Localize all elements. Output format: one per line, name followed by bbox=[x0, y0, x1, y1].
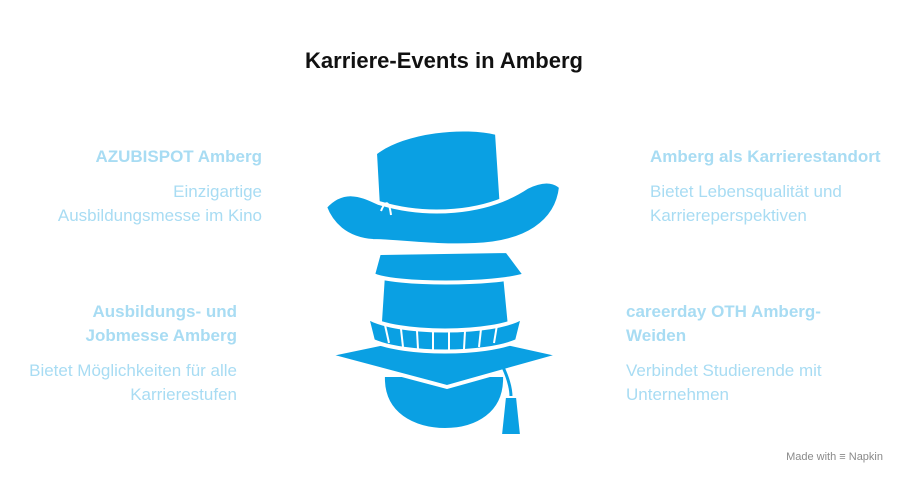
stacked-hats-icon bbox=[325, 127, 563, 436]
item-description: Einzigartige Ausbildungsmesse im Kino bbox=[57, 182, 262, 225]
head-shape bbox=[380, 373, 508, 432]
credit-prefix: Made with bbox=[786, 451, 837, 463]
item-heading: careerday OTH Amberg-Weiden bbox=[626, 302, 821, 345]
item-careerday: careerday OTH Amberg-Weiden Verbindet St… bbox=[626, 300, 876, 407]
ribbed-brim bbox=[365, 315, 525, 354]
cowboy-brim bbox=[325, 179, 563, 248]
item-azubispot: AZUBISPOT Amberg Einzigartige Ausbildung… bbox=[40, 145, 262, 228]
item-description: Bietet Lebensqualität und Karriereperspe… bbox=[650, 182, 842, 225]
item-karrierestandort: Amberg als Karrierestandort Bietet Leben… bbox=[650, 145, 890, 228]
item-heading: Amberg als Karrierestandort bbox=[650, 147, 881, 166]
made-with-credit: Made with ≡ Napkin bbox=[786, 451, 883, 463]
cap-band bbox=[371, 249, 527, 285]
item-description: Verbindet Studierende mit Unternehmen bbox=[626, 361, 822, 404]
item-heading: AZUBISPOT Amberg bbox=[95, 147, 262, 166]
napkin-logo-icon: ≡ bbox=[839, 451, 846, 463]
item-jobmesse: Ausbildungs- und Jobmesse Amberg Bietet … bbox=[20, 300, 237, 407]
item-heading: Ausbildungs- und Jobmesse Amberg bbox=[85, 302, 237, 345]
page-title: Karriere-Events in Amberg bbox=[305, 48, 583, 73]
item-description: Bietet Möglichkeiten für alle Karrierest… bbox=[29, 361, 237, 404]
credit-brand: Napkin bbox=[848, 451, 883, 463]
tassel-icon bbox=[499, 362, 523, 436]
